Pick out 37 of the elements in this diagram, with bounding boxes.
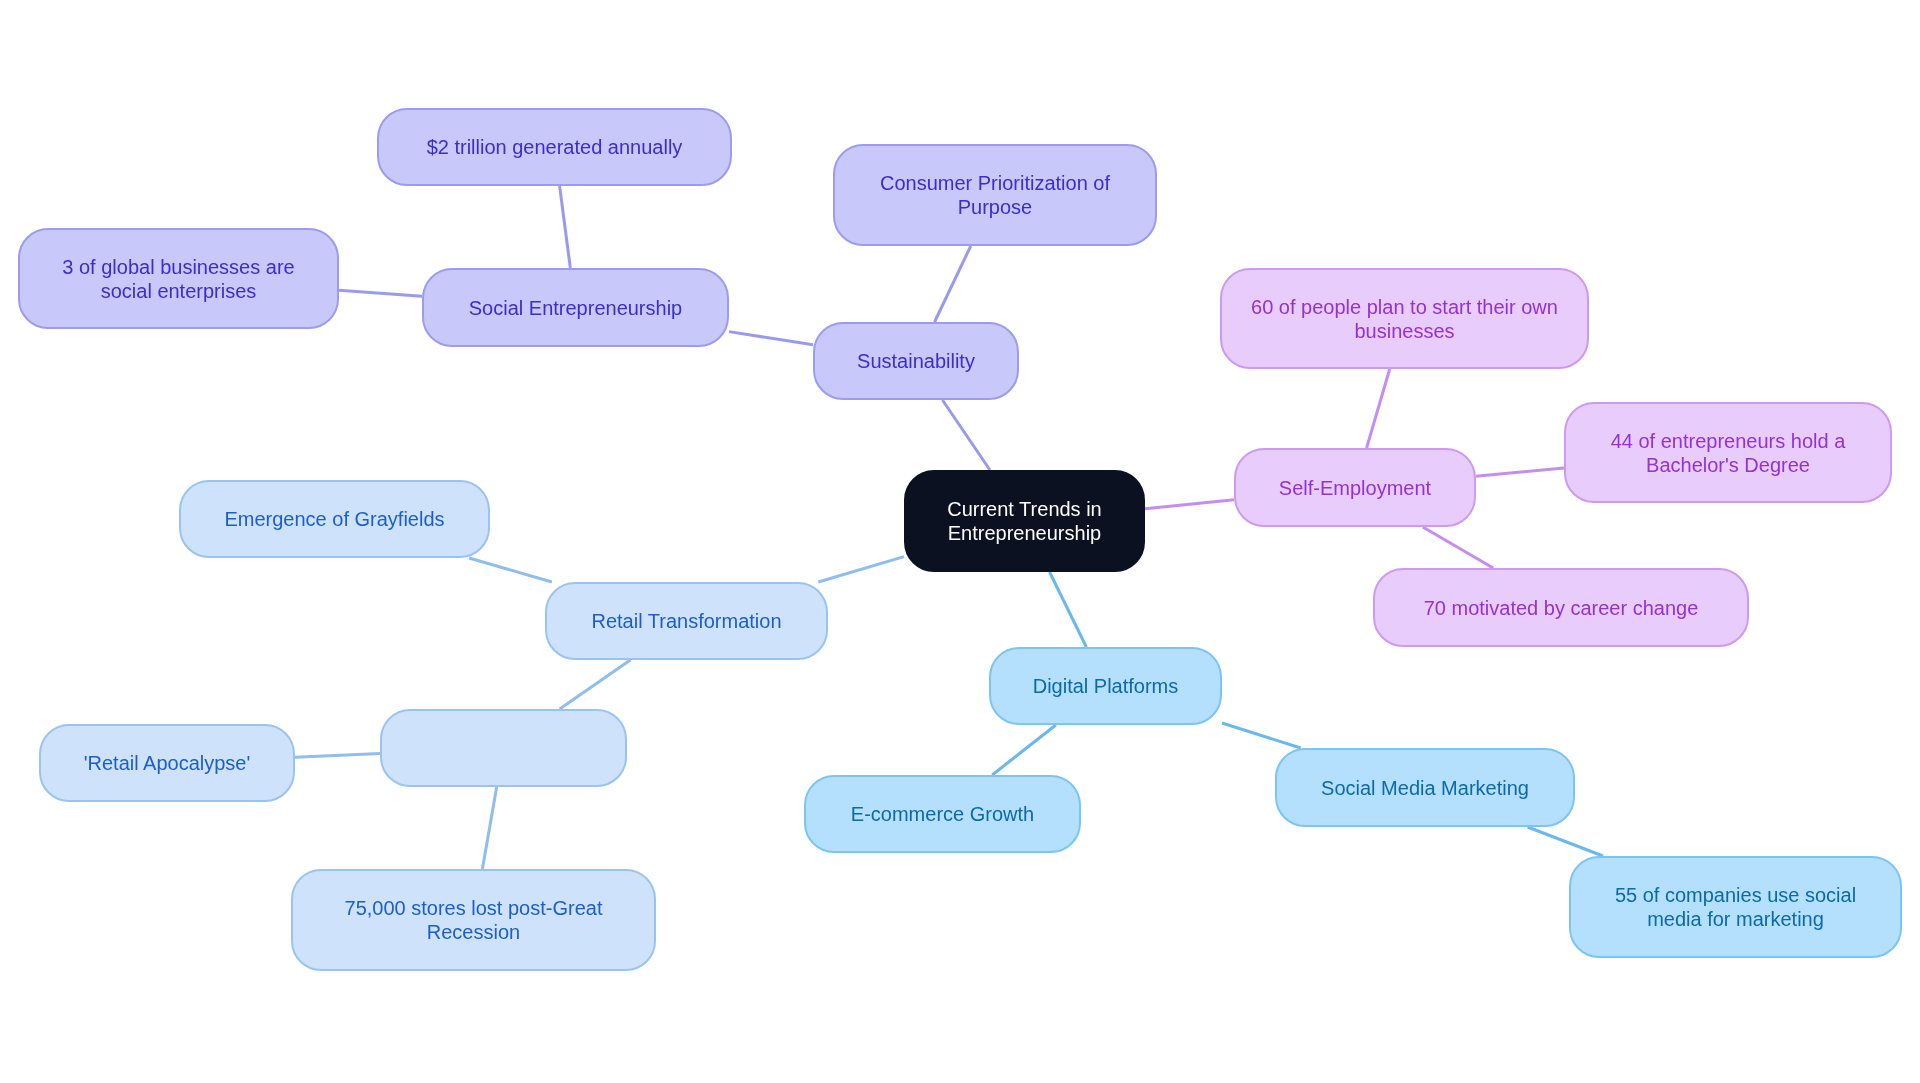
connector-line — [294, 752, 381, 759]
topic-box: Social Media Marketing — [1275, 748, 1575, 827]
topic-box: Emergence of Grayfields — [179, 480, 490, 558]
topic-box: Consumer Prioritization of Purpose — [833, 144, 1157, 246]
connector-line — [1422, 525, 1494, 570]
topic-box: Retail Transformation — [545, 582, 828, 660]
connector-line — [933, 245, 973, 323]
connector-line — [480, 786, 499, 870]
connector-line — [1475, 466, 1565, 478]
connector-line — [817, 555, 905, 584]
topic-box: Digital Platforms — [989, 647, 1222, 725]
topic-box: 3 of global businesses are social enterprises — [18, 228, 339, 329]
connector-line — [558, 658, 632, 711]
connector-line — [991, 723, 1057, 777]
topic-box: E-commerce Growth — [804, 775, 1081, 853]
connector-line — [1527, 825, 1604, 858]
connector-line — [1221, 721, 1302, 750]
connector-line — [558, 185, 572, 269]
topic-box — [380, 709, 627, 787]
topic-box: 'Retail Apocalypse' — [39, 724, 295, 802]
topic-box: Sustainability — [813, 322, 1019, 400]
central-topic-box: Current Trends in Entrepreneurship — [904, 470, 1145, 572]
topic-box: 55 of companies use social media for marketing — [1569, 856, 1902, 958]
topic-box: 70 motivated by career change — [1373, 568, 1749, 647]
topic-box: Self-Employment — [1234, 448, 1476, 527]
topic-box: 75,000 stores lost post-Great Recession — [291, 869, 656, 971]
topic-box: $2 trillion generated annually — [377, 108, 732, 186]
topic-box: 60 of people plan to start their own businesses — [1220, 268, 1589, 369]
connector-line — [338, 288, 423, 298]
connector-line — [1144, 498, 1235, 511]
connector-line — [1365, 368, 1392, 449]
topic-box: Social Entrepreneurship — [422, 268, 729, 347]
connector-line — [1048, 571, 1088, 648]
connector-line — [941, 399, 992, 471]
connector-line — [468, 556, 553, 584]
connector-line — [728, 330, 814, 347]
topic-box: 44 of entrepreneurs hold a Bachelor's Degree — [1564, 402, 1892, 503]
